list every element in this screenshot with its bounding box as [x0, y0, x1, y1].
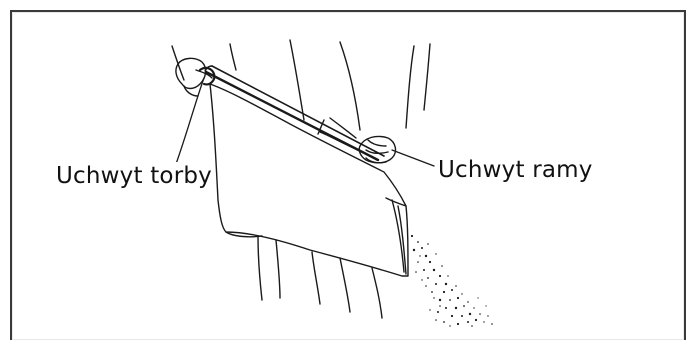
figure-frame: Uchwyt torby Uchwyt ramy: [0, 0, 690, 329]
frame-handle-label: Uchwyt ramy: [436, 156, 595, 184]
bag-handle-label: Uchwyt torby: [54, 162, 214, 190]
clippings-stipple: [411, 235, 493, 327]
